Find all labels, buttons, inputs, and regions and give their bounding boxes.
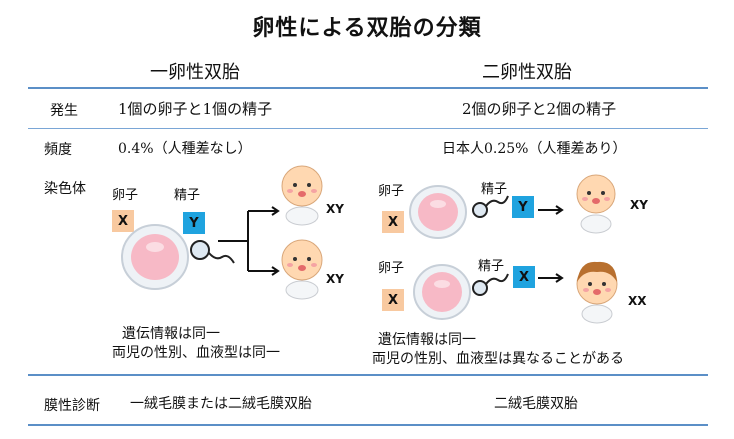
divider-membrane [28,374,708,376]
mono-note-1: 遺伝情報は同一 [122,326,220,342]
frequency-mono: 0.4%（人種差なし） [118,141,252,157]
di-x-box-sperm: X [513,266,535,288]
di-arrow-2-icon [538,273,564,283]
mono-sperm-icon [190,240,235,264]
page-title: 卵性による双胎の分類 [252,16,482,41]
origin-di: 2個の卵子と2個の精子 [462,100,617,118]
divider-bottom [28,424,708,426]
row-label-membrane: 膜性診断 [44,398,100,414]
membrane-mono: 一絨毛膜または二絨毛膜双胎 [130,396,312,412]
mono-diagram-graphics [121,206,280,290]
row-label-origin: 発生 [50,103,78,119]
di-egg-1-icon [409,185,467,239]
mono-note-2: 両児の性別、血液型は同一 [112,345,280,361]
mono-x-box: X [112,210,134,232]
di-row-1-graphics [409,185,564,239]
split-arrows-icon [218,206,280,276]
mono-y-box: Y [183,212,205,234]
column-header-dizygotic: 二卵性双胎 [482,62,572,83]
di-baby-1-xy: XY [630,198,648,212]
column-header-monozygotic: 一卵性双胎 [150,62,240,83]
divider-top [28,87,708,89]
di-egg-2-label: 卵子 [378,261,405,276]
di-arrow-1-icon [538,205,564,215]
di-sperm-2-label: 精子 [478,259,505,274]
di-baby-1-icon [576,174,616,234]
di-y-box: Y [512,196,534,218]
membrane-di: 二絨毛膜双胎 [494,396,578,412]
divider-origin [28,128,708,129]
di-egg-2-icon [413,264,471,320]
di-egg-1-label: 卵子 [378,184,405,199]
di-baby-2-icon [576,261,618,324]
mono-egg-label: 卵子 [112,188,139,203]
di-x-box-2: X [382,289,404,311]
di-note-2: 両児の性別、血液型は異なることがある [372,351,624,367]
row-label-frequency: 頻度 [44,142,72,158]
di-row-2-graphics [413,264,564,320]
mono-sperm-label: 精子 [174,188,201,203]
mono-baby-1-xy: XY [326,202,344,216]
mono-baby-2-icon [281,239,323,300]
di-baby-2-xx: XX [628,294,647,308]
row-label-chromosome: 染色体 [44,181,86,197]
di-note-1: 遺伝情報は同一 [378,332,476,348]
di-sperm-1-icon [472,195,509,218]
mono-baby-2-xy: XY [326,272,344,286]
frequency-di: 日本人0.25%（人種差あり） [442,141,627,157]
di-sperm-1-label: 精子 [481,182,508,197]
mono-egg-icon [121,224,189,290]
di-sperm-2-icon [472,273,509,296]
mono-baby-1-icon [281,165,323,226]
origin-mono: 1個の卵子と1個の精子 [118,100,273,118]
di-x-box-1: X [382,211,404,233]
